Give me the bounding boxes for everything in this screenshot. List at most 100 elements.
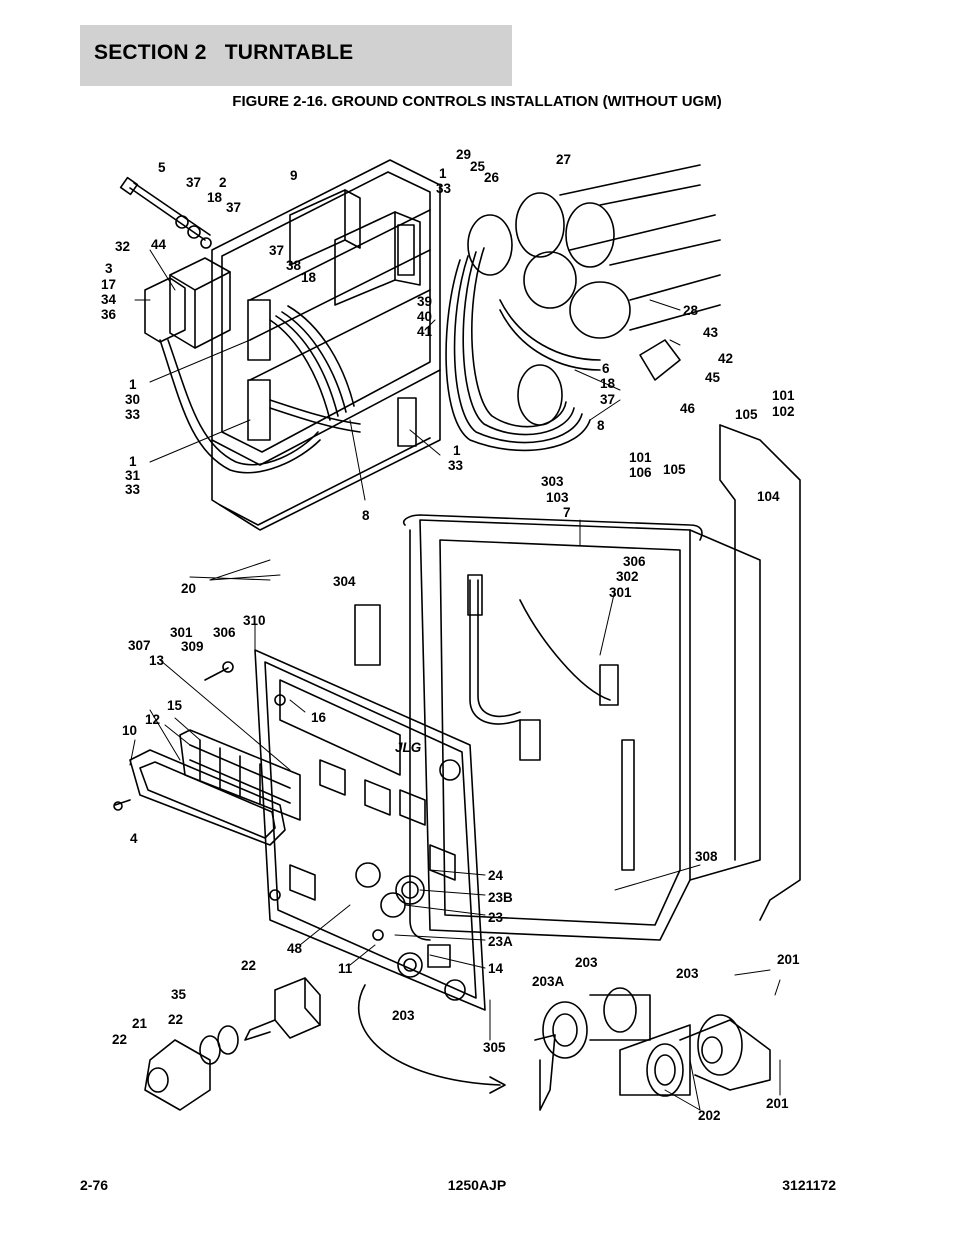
- bracket-tab: [639, 339, 681, 381]
- callout: 33: [125, 482, 141, 497]
- wire-harness: [467, 574, 635, 871]
- callout: 22: [112, 1032, 127, 1047]
- callout: 31: [125, 468, 141, 483]
- callout: 203: [392, 1008, 415, 1023]
- callout: 202: [698, 1108, 721, 1123]
- callout: 5: [158, 160, 166, 175]
- callout: 40: [417, 309, 432, 324]
- callout: 3: [105, 261, 113, 276]
- connector: [247, 299, 271, 361]
- callout: 46: [680, 401, 696, 416]
- model-number: 1250AJP: [447, 1177, 507, 1193]
- callout: 105: [663, 462, 686, 477]
- direction-arrow: [357, 984, 501, 1086]
- callout: 306: [213, 625, 236, 640]
- callout: 38: [286, 258, 302, 273]
- legend-plate: [113, 729, 301, 846]
- callout: 1: [129, 377, 137, 392]
- callout: 36: [101, 307, 117, 322]
- callout: 33: [125, 407, 141, 422]
- callout: 21: [132, 1016, 148, 1031]
- wire-harness: [159, 305, 361, 474]
- callout: 25: [470, 159, 486, 174]
- callout: 11: [338, 961, 353, 976]
- washer: [222, 661, 234, 673]
- toggle-switch: [289, 759, 456, 978]
- callout: 306: [623, 554, 646, 569]
- callout: 304: [333, 574, 356, 589]
- relay: [144, 257, 231, 349]
- callout: 18: [600, 376, 616, 391]
- callout: 23A: [488, 934, 513, 949]
- callout: 15: [167, 698, 183, 713]
- callout: 24: [488, 868, 504, 883]
- callout: 6: [602, 361, 610, 376]
- callout: 34: [101, 292, 117, 307]
- callout: 28: [683, 303, 699, 318]
- callout: 37: [600, 392, 615, 407]
- callout: 29: [456, 147, 471, 162]
- callout: 14: [488, 961, 504, 976]
- callout: 201: [766, 1096, 789, 1111]
- callout: 18: [301, 270, 317, 285]
- callout: 22: [168, 1012, 183, 1027]
- callout: 16: [311, 710, 327, 725]
- callout: 9: [290, 168, 298, 183]
- bolt: [119, 176, 212, 249]
- connector: [397, 397, 417, 447]
- callout: 39: [417, 294, 432, 309]
- callout: 201: [777, 952, 800, 967]
- leader-lines: [129, 191, 781, 1111]
- callout: 23B: [488, 890, 513, 905]
- section-banner: SECTION 2 TURNTABLE: [80, 25, 512, 86]
- callout: 37: [269, 243, 284, 258]
- callout: 106: [629, 465, 652, 480]
- callout: 30: [125, 392, 140, 407]
- callout: 301: [170, 625, 193, 640]
- wire-harness: [445, 247, 601, 452]
- callout: 37: [186, 175, 201, 190]
- callout: 8: [362, 508, 370, 523]
- callout: 101: [629, 450, 652, 465]
- callout: 22: [241, 958, 256, 973]
- callout: 27: [556, 152, 571, 167]
- connector: [247, 379, 271, 441]
- callout: 4: [130, 831, 138, 846]
- callout: 308: [695, 849, 718, 864]
- callout: 1: [453, 443, 461, 458]
- callout: 13: [149, 653, 165, 668]
- page-number: 2-76: [80, 1177, 109, 1193]
- callout: 2: [219, 175, 227, 190]
- callout: 12: [145, 712, 160, 727]
- callout: 309: [181, 639, 204, 654]
- jlg-logo: JLG: [395, 740, 422, 755]
- callout: 43: [703, 325, 719, 340]
- mounting-bracket: [719, 424, 801, 921]
- callout: 37: [226, 200, 241, 215]
- callout: 41: [417, 324, 433, 339]
- callout: 301: [609, 585, 632, 600]
- terminal-block: [289, 189, 421, 306]
- callout: 103: [546, 490, 569, 505]
- callout: 203A: [532, 974, 565, 989]
- callout: 45: [705, 370, 721, 385]
- toggle-switch-assembly: [144, 977, 321, 1111]
- callout: 303: [541, 474, 564, 489]
- callout: 48: [287, 941, 303, 956]
- callout: 1: [439, 166, 447, 181]
- callout: 203: [676, 966, 699, 981]
- callout: 18: [207, 190, 223, 205]
- key-switch: [534, 987, 771, 1111]
- callout: 104: [757, 489, 780, 504]
- callout: 102: [772, 404, 795, 419]
- cable-gland: [467, 164, 721, 339]
- enclosure-box: [402, 514, 761, 941]
- callout-labels: 5 37 2 18 37 9 1 33 29 25 26 27 32 44 3 …: [101, 147, 800, 1123]
- control-panel: [254, 649, 486, 1011]
- callout: 307: [128, 638, 151, 653]
- callout: 23: [488, 910, 504, 925]
- callout: 203: [575, 955, 598, 970]
- callout: 35: [171, 987, 187, 1002]
- callout: 10: [122, 723, 137, 738]
